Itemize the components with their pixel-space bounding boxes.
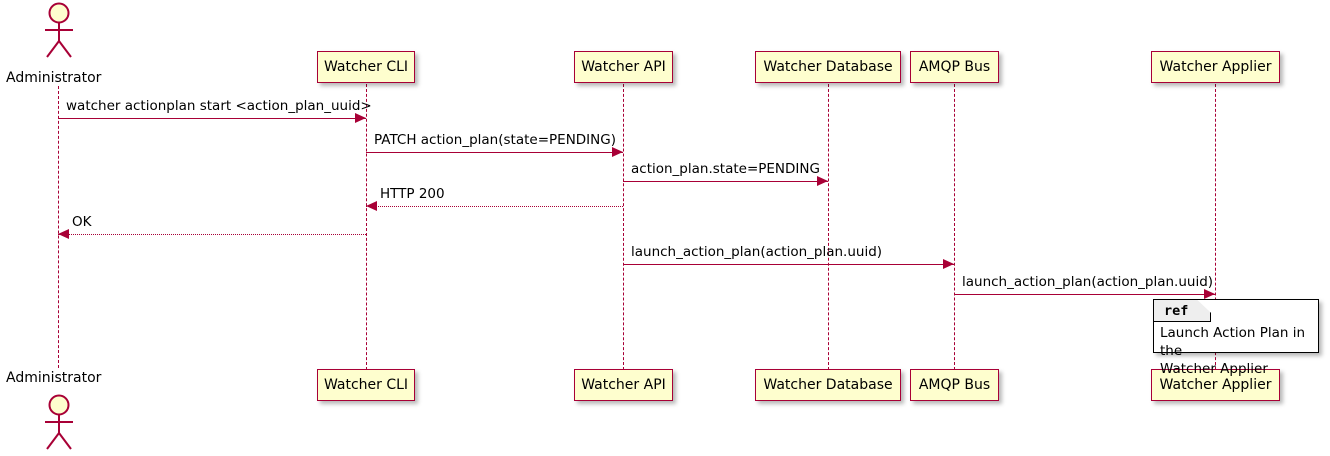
message-line bbox=[623, 181, 828, 182]
arrowhead-right-icon bbox=[817, 176, 828, 186]
message-label: HTTP 200 bbox=[380, 186, 445, 202]
actor-stick-figure-icon bbox=[45, 394, 73, 450]
participant-watcher-database-top[interactable]: Watcher Database bbox=[755, 51, 901, 83]
arrowhead-right-icon bbox=[612, 147, 623, 157]
message-line bbox=[366, 152, 623, 153]
actor-label-bottom: Administrator bbox=[6, 370, 102, 386]
ref-fragment-line1: Launch Action Plan in the bbox=[1160, 325, 1306, 360]
message-label: OK bbox=[72, 214, 92, 230]
participant-watcher-cli-bottom[interactable]: Watcher CLI bbox=[317, 369, 415, 401]
lifeline-watcher-database bbox=[828, 84, 829, 370]
message-line bbox=[954, 294, 1215, 295]
participant-watcher-cli-top[interactable]: Watcher CLI bbox=[317, 51, 415, 83]
message-line bbox=[58, 118, 366, 119]
arrowhead-left-icon bbox=[58, 229, 69, 239]
lifeline-amqp-bus bbox=[954, 84, 955, 370]
message-line bbox=[58, 234, 366, 235]
ref-fragment-line2: Watcher Applier bbox=[1160, 361, 1268, 378]
participant-watcher-api-bottom[interactable]: Watcher API bbox=[574, 369, 673, 401]
message-label: PATCH action_plan(state=PENDING) bbox=[374, 132, 616, 148]
actor-label-top: Administrator bbox=[6, 70, 102, 86]
ref-fragment-tab: ref bbox=[1154, 300, 1211, 322]
message-label: launch_action_plan(action_plan.uuid) bbox=[631, 244, 883, 260]
actor-administrator-bottom bbox=[36, 394, 82, 452]
arrowhead-right-icon bbox=[1204, 289, 1215, 299]
arrowhead-right-icon bbox=[943, 259, 954, 269]
participant-watcher-applier-bottom[interactable]: Watcher Applier bbox=[1151, 369, 1280, 401]
arrowhead-right-icon bbox=[355, 113, 366, 123]
lifeline-administrator bbox=[58, 86, 59, 368]
participant-watcher-applier-top[interactable]: Watcher Applier bbox=[1151, 51, 1280, 83]
participant-watcher-api-top[interactable]: Watcher API bbox=[574, 51, 673, 83]
message-label: watcher actionplan start <action_plan_uu… bbox=[66, 98, 372, 114]
lifeline-watcher-applier bbox=[1215, 84, 1216, 370]
participant-amqp-bus-top[interactable]: AMQP Bus bbox=[910, 51, 999, 83]
ref-fragment-body: Launch Action Plan in the Watcher Applie… bbox=[1160, 324, 1312, 379]
participant-amqp-bus-bottom[interactable]: AMQP Bus bbox=[910, 369, 999, 401]
actor-administrator-top bbox=[36, 2, 82, 60]
message-line bbox=[623, 264, 954, 265]
participant-watcher-database-bottom[interactable]: Watcher Database bbox=[755, 369, 901, 401]
lifeline-watcher-cli bbox=[366, 84, 367, 370]
message-line bbox=[366, 206, 623, 207]
message-label: launch_action_plan(action_plan.uuid) bbox=[962, 274, 1214, 290]
arrowhead-left-icon bbox=[366, 201, 377, 211]
ref-fragment: ref Launch Action Plan in the Watcher Ap… bbox=[1153, 299, 1319, 377]
lifeline-watcher-api bbox=[623, 84, 624, 370]
message-label: action_plan.state=PENDING bbox=[631, 161, 820, 177]
actor-stick-figure-icon bbox=[45, 2, 73, 58]
